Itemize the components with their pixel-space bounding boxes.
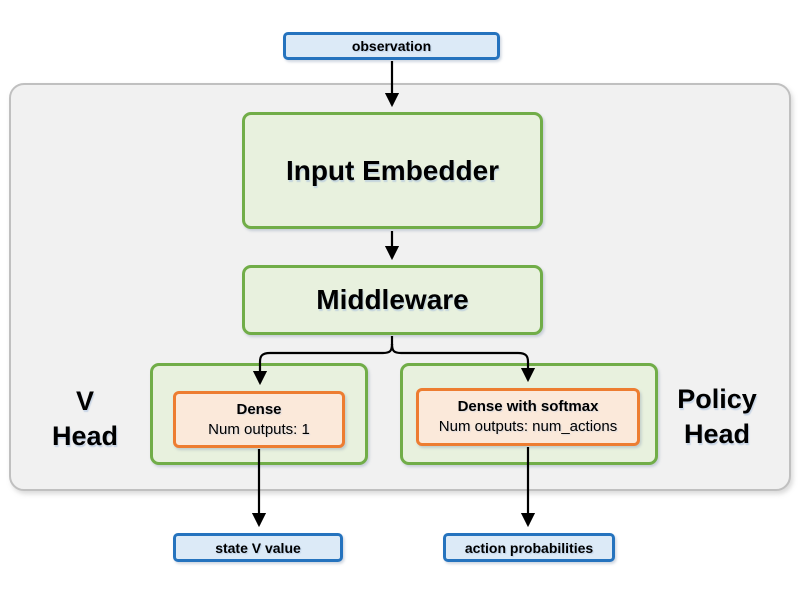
node-observation: observation [283,32,500,60]
node-dense-softmax-detail: Num outputs: num_actions [438,418,618,435]
v-head-label-line1: V [75,386,94,416]
node-action-probabilities: action probabilities [443,533,615,562]
node-input-embedder-label: Input Embedder [285,154,500,186]
policy-head-label: Policy Head [657,382,777,452]
policy-head-label-line2: Head [683,419,751,449]
policy-head-label-line1: Policy [677,384,757,414]
node-middleware: Middleware [242,265,543,335]
node-middleware-label: Middleware [316,284,469,315]
node-dense-title: Dense [236,400,282,418]
v-head-label-line2: Head [51,421,119,451]
node-state-v-value-label: state V value [215,539,301,556]
node-dense-detail: Num outputs: 1 [208,420,310,438]
node-dense-softmax-title: Dense with softmax [457,398,599,415]
node-state-v-value: state V value [173,533,343,562]
node-input-embedder: Input Embedder [242,112,543,229]
node-action-probabilities-label: action probabilities [464,539,594,556]
node-dense: Dense Num outputs: 1 [173,391,345,448]
node-observation-label: observation [351,38,432,54]
node-dense-softmax: Dense with softmax Num outputs: num_acti… [416,388,640,446]
v-head-label: V Head [25,384,145,454]
